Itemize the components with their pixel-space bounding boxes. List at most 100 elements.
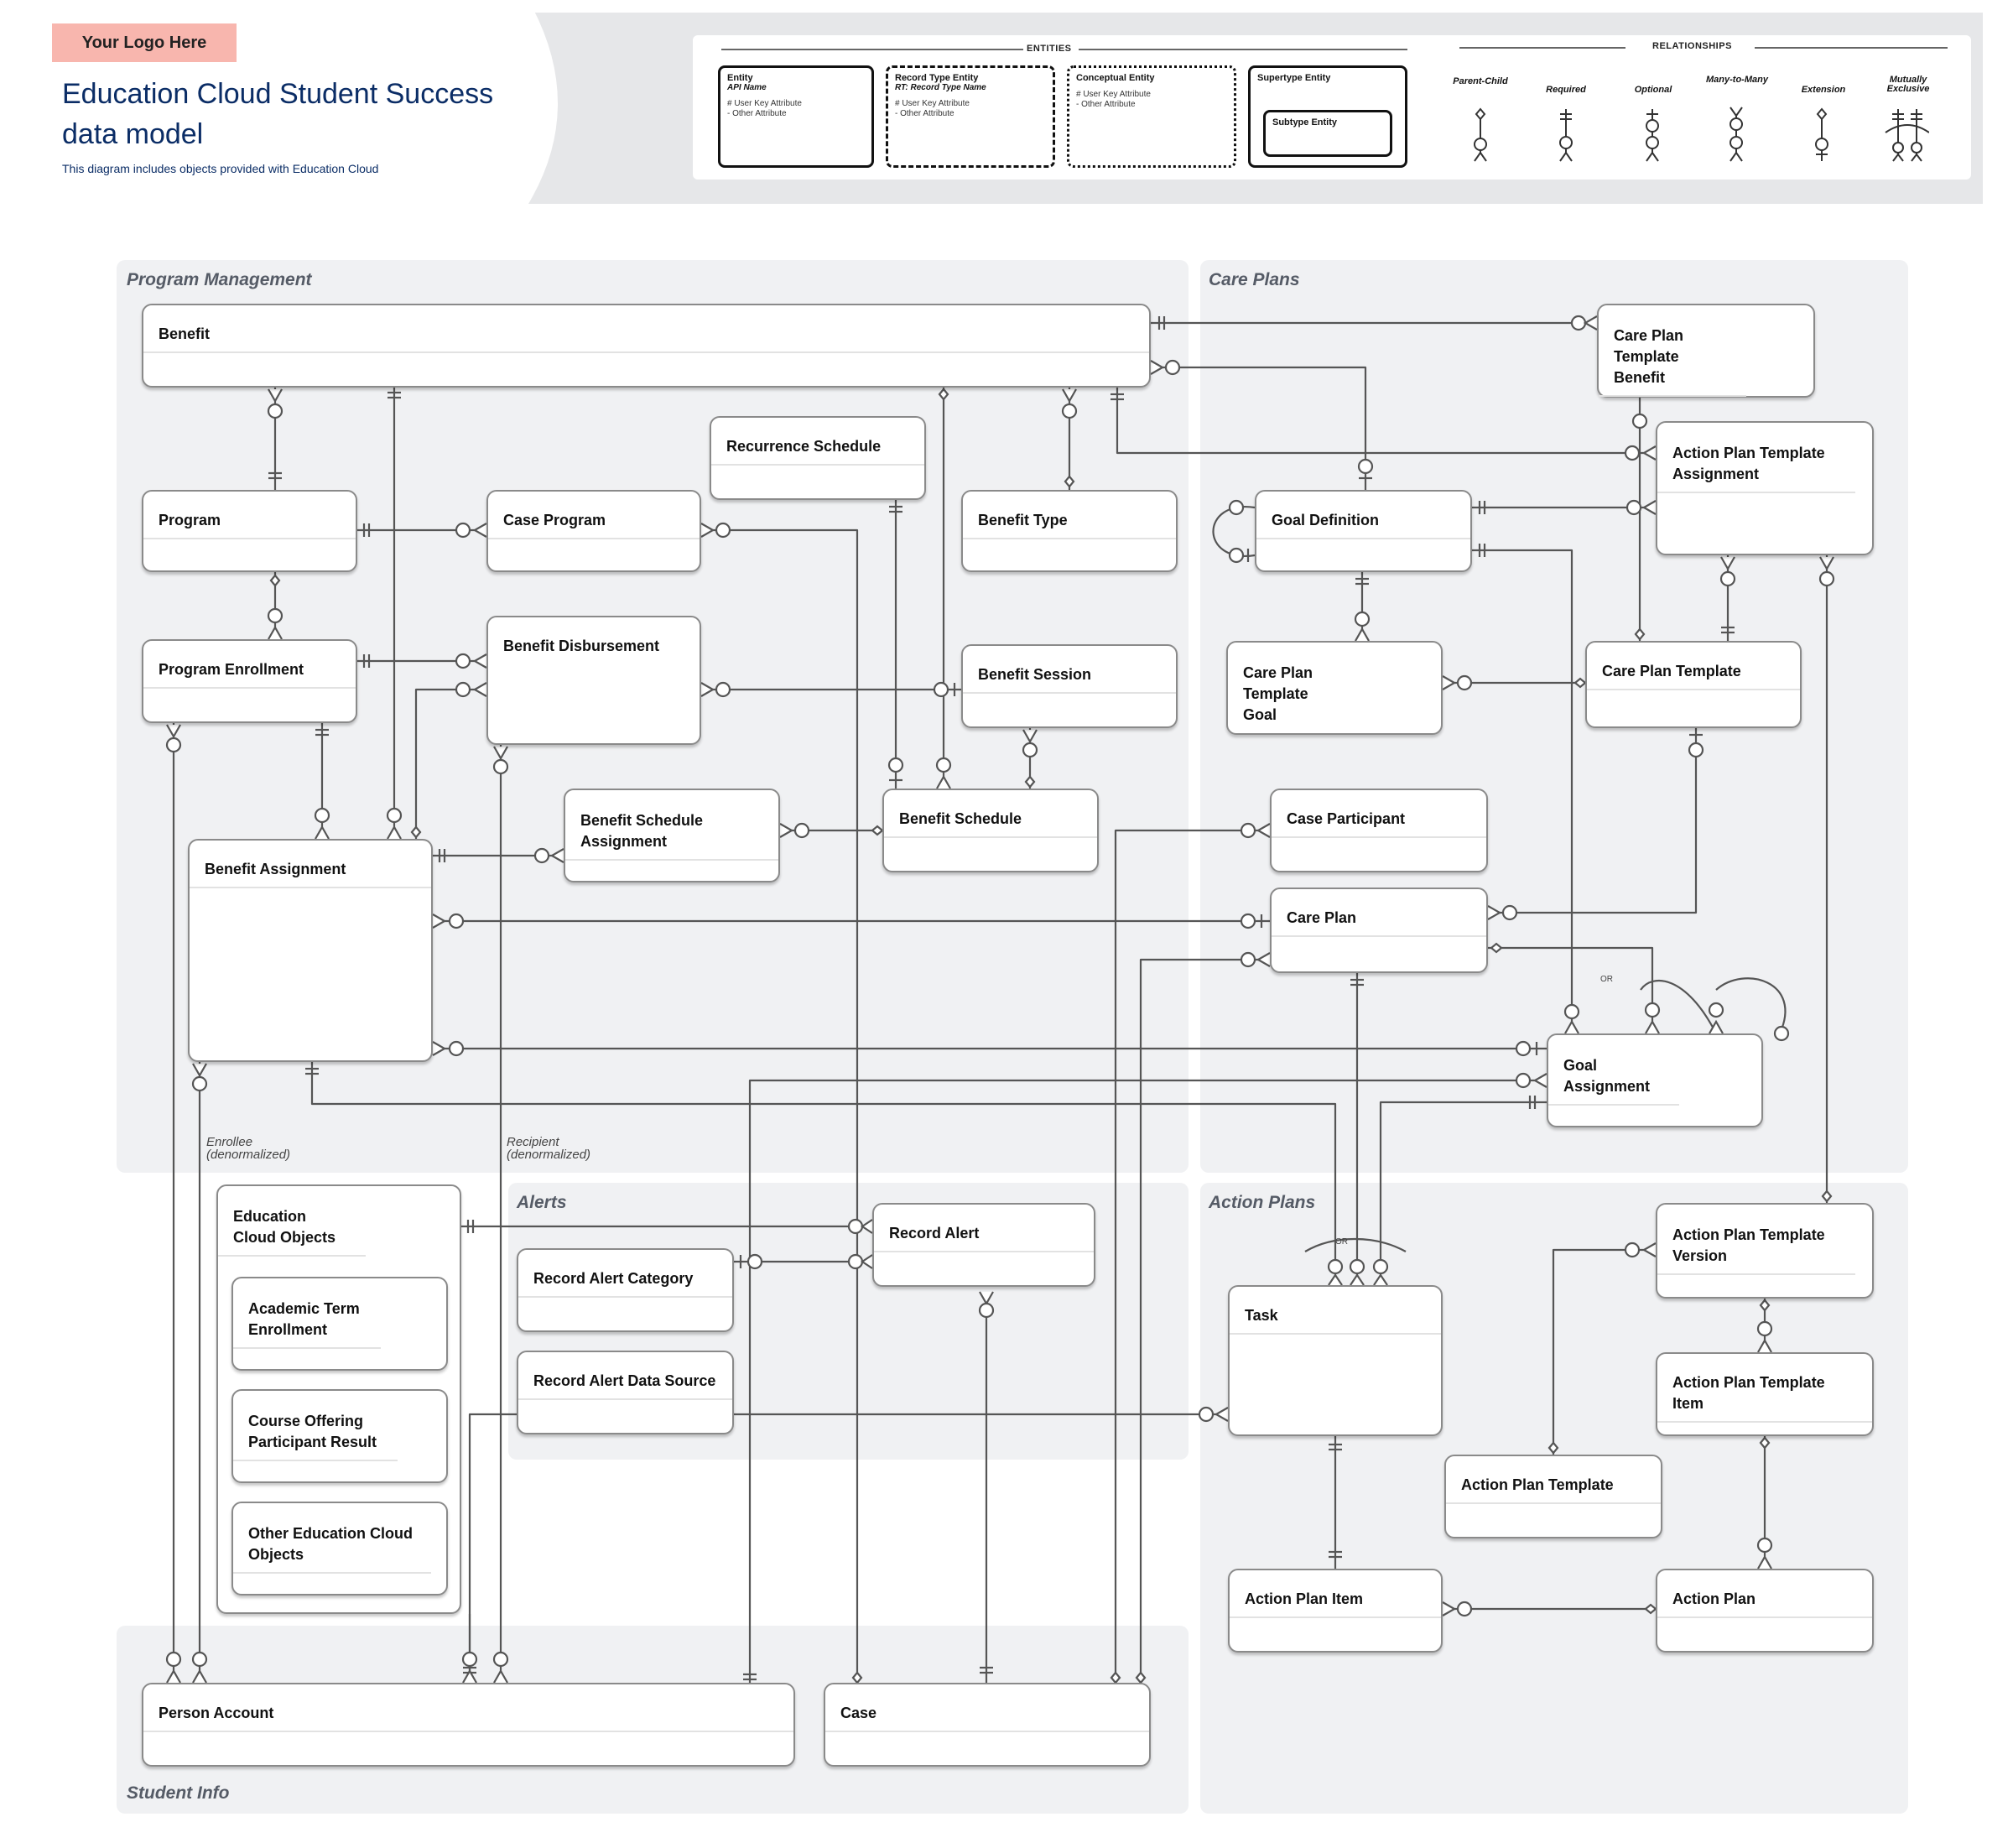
entity-action-plan-name: Action Plan — [1657, 1570, 1872, 1618]
entity-education-cloud-objects[interactable]: Education Cloud Objects Academic Term En… — [216, 1184, 461, 1614]
entity-goal-assignment-name: Goal Assignment — [1548, 1035, 1679, 1106]
entity-other-education-cloud-objects[interactable]: Other Education Cloud Objects — [231, 1502, 448, 1596]
entity-benefit-schedule-assignment[interactable]: Benefit Schedule Assignment — [564, 789, 780, 882]
legend-lines — [721, 47, 1948, 50]
entity-action-plan-template[interactable]: Action Plan Template — [1444, 1455, 1662, 1538]
entity-action-plan[interactable]: Action Plan — [1656, 1569, 1874, 1653]
legend-rel-many-to-many: Many-to-Many — [1706, 75, 1768, 85]
entity-record-alert[interactable]: Record Alert — [872, 1203, 1095, 1287]
entity-action-plan-template-assignment[interactable]: Action Plan Template Assignment — [1656, 421, 1874, 555]
entity-benefit-session[interactable]: Benefit Session — [961, 644, 1178, 728]
entity-benefit-type-name: Benefit Type — [963, 492, 1176, 539]
entity-program-name: Program — [143, 492, 356, 539]
entity-course-offering-participant-result-name: Course Offering Participant Result — [233, 1391, 398, 1461]
legend-subtype-entity: Subtype Entity — [1263, 110, 1392, 157]
legend-rel-parent-child: Parent-Child — [1453, 76, 1508, 86]
entity-program-enrollment[interactable]: Program Enrollment — [142, 639, 357, 723]
legend-rel-optional: Optional — [1634, 85, 1672, 95]
page-title: Education Cloud Student Success data mod… — [62, 74, 532, 154]
entity-care-plan-template-goal-name: Care Plan Template Goal — [1243, 664, 1313, 723]
entity-goal-assignment[interactable]: Goal Assignment — [1547, 1033, 1763, 1127]
entity-care-plan-template[interactable]: Care Plan Template — [1585, 641, 1802, 728]
entity-academic-term-enrollment-name: Academic Term Enrollment — [233, 1278, 381, 1349]
entity-benefit-schedule-name: Benefit Schedule — [884, 790, 1097, 838]
legend-rel-required: Required — [1546, 85, 1586, 95]
entity-recurrence-schedule-name: Recurrence Schedule — [711, 418, 924, 466]
legend-entity-api: API Name — [727, 83, 767, 92]
entity-benefit-assignment-name: Benefit Assignment — [190, 841, 431, 888]
entity-case-program-name: Case Program — [488, 492, 700, 539]
entity-action-plan-template-version[interactable]: Action Plan Template Version — [1656, 1203, 1874, 1299]
legend-entity: Entity API Name # User Key Attribute - O… — [718, 65, 874, 168]
legend-subtype-title: Subtype Entity — [1272, 117, 1338, 128]
legend-entity-attr1: # User Key Attribute — [727, 99, 802, 108]
legend-rt-attr1: # User Key Attribute — [895, 99, 970, 108]
entity-case-participant[interactable]: Case Participant — [1270, 789, 1488, 872]
entity-benefit-schedule[interactable]: Benefit Schedule — [882, 789, 1099, 872]
legend-rel-mutually-exclusive: Mutually Exclusive — [1886, 75, 1930, 94]
entity-action-plan-template-item[interactable]: Action Plan Template Item — [1656, 1352, 1874, 1436]
entity-care-plan-template-benefit[interactable]: Care Plan Template Benefit — [1597, 304, 1815, 398]
legend-rt-title: Record Type Entity — [895, 73, 979, 83]
entity-task-name: Task — [1230, 1287, 1441, 1335]
note-enrollee-line2: (denormalized) — [206, 1148, 291, 1162]
region-label-care-plans: Care Plans — [1209, 270, 1300, 289]
entity-case-name: Case — [825, 1684, 1149, 1732]
or-label-goal-assignment: OR — [1600, 975, 1613, 984]
entity-academic-term-enrollment[interactable]: Academic Term Enrollment — [231, 1277, 448, 1371]
entity-action-plan-item[interactable]: Action Plan Item — [1228, 1569, 1443, 1653]
entity-program[interactable]: Program — [142, 490, 357, 572]
entity-course-offering-participant-result[interactable]: Course Offering Participant Result — [231, 1389, 448, 1483]
entity-care-plan-name: Care Plan — [1272, 889, 1486, 937]
entity-action-plan-template-version-name: Action Plan Template Version — [1657, 1205, 1855, 1275]
legend-conceptual-attr2: - Other Attribute — [1076, 100, 1136, 109]
title-line-2: data model — [62, 118, 204, 150]
entity-record-alert-data-source-name: Record Alert Data Source — [518, 1352, 732, 1400]
entity-care-plan-template-name: Care Plan Template — [1587, 643, 1800, 690]
entity-care-plan[interactable]: Care Plan — [1270, 888, 1488, 973]
entity-task[interactable]: Task — [1228, 1285, 1443, 1436]
legend-entities-label: ENTITIES — [1027, 44, 1072, 54]
entity-action-plan-template-name: Action Plan Template — [1446, 1456, 1661, 1504]
entity-benefit-schedule-assignment-name: Benefit Schedule Assignment — [565, 790, 778, 861]
legend-rt-name: RT: Record Type Name — [895, 83, 986, 92]
entity-benefit-type[interactable]: Benefit Type — [961, 490, 1178, 572]
entity-goal-definition-name: Goal Definition — [1256, 492, 1470, 539]
entity-care-plan-template-goal[interactable]: Care Plan Template Goal — [1226, 641, 1443, 735]
entity-recurrence-schedule[interactable]: Recurrence Schedule — [710, 416, 926, 500]
entity-person-account-name: Person Account — [143, 1684, 793, 1732]
entity-action-plan-template-assignment-name: Action Plan Template Assignment — [1657, 423, 1855, 493]
entity-goal-definition[interactable]: Goal Definition — [1255, 490, 1472, 572]
logo-placeholder: Your Logo Here — [52, 23, 237, 62]
entity-program-enrollment-name: Program Enrollment — [143, 641, 356, 689]
entity-case[interactable]: Case — [824, 1683, 1151, 1767]
note-recipient-line1: Recipient — [507, 1135, 559, 1149]
legend-supertype-title: Supertype Entity — [1257, 73, 1331, 83]
legend-entity-attr2: - Other Attribute — [727, 109, 787, 118]
entity-person-account[interactable]: Person Account — [142, 1683, 795, 1767]
legend-supertype-entity: Supertype Entity Subtype Entity — [1248, 65, 1407, 168]
entity-record-alert-category[interactable]: Record Alert Category — [517, 1248, 734, 1332]
entity-record-alert-name: Record Alert — [874, 1205, 1094, 1252]
entity-action-plan-template-item-name: Action Plan Template Item — [1657, 1354, 1872, 1423]
legend-conceptual-entity: Conceptual Entity # User Key Attribute -… — [1067, 65, 1236, 168]
or-label-task: OR — [1335, 1237, 1348, 1247]
note-recipient-line2: (denormalized) — [507, 1148, 591, 1162]
legend-record-type-entity: Record Type Entity RT: Record Type Name … — [886, 65, 1055, 168]
entity-case-program[interactable]: Case Program — [486, 490, 701, 572]
entity-benefit-disbursement[interactable]: Benefit Disbursement — [486, 616, 701, 745]
legend-relationship-symbols — [1474, 107, 1929, 162]
entity-education-cloud-objects-name: Education Cloud Objects — [218, 1186, 366, 1257]
region-label-action-plans: Action Plans — [1209, 1193, 1316, 1212]
entity-benefit-session-name: Benefit Session — [963, 646, 1176, 694]
entity-care-plan-template-benefit-name: Care Plan Template Benefit — [1599, 305, 1746, 397]
legend-entity-title: Entity — [727, 73, 753, 83]
legend-conceptual-title: Conceptual Entity — [1076, 73, 1155, 83]
title-line-1: Education Cloud Student Success — [62, 78, 494, 110]
entity-benefit[interactable]: Benefit — [142, 304, 1151, 388]
note-enrollee: Enrollee (denormalized) — [206, 1136, 290, 1161]
entity-benefit-assignment[interactable]: Benefit Assignment — [188, 839, 433, 1062]
legend-relationships-label: RELATIONSHIPS — [1652, 41, 1732, 51]
entity-record-alert-data-source[interactable]: Record Alert Data Source — [517, 1351, 734, 1434]
